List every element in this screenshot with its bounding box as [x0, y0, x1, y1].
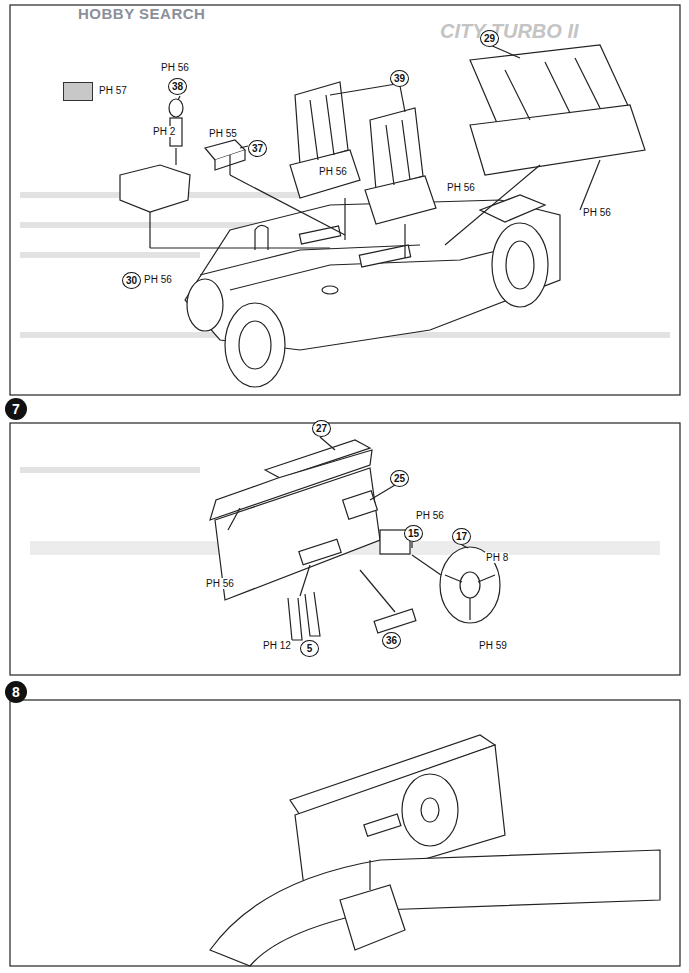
assembled-dash: [210, 735, 660, 966]
paint-code: PH 56: [318, 166, 348, 177]
callout-number: 39: [390, 70, 409, 87]
paint-code: PH 8: [485, 552, 509, 563]
shifter: [120, 99, 245, 212]
paint-code: PH 56: [160, 62, 190, 73]
legend-swatch: [63, 82, 93, 101]
front-seat: [290, 82, 436, 224]
step-text: 8: [12, 684, 20, 700]
paint-code: PH 56: [415, 510, 445, 521]
callout-number: 5: [300, 640, 319, 657]
dashboard: [210, 440, 500, 640]
watermark: HOBBY SEARCH: [78, 6, 205, 23]
step-number: 8: [5, 681, 27, 703]
paint-code: PH 56: [582, 207, 612, 218]
paint-code: PH 56: [143, 274, 173, 285]
callout-number: 17: [452, 528, 471, 545]
paint-code: PH 56: [205, 578, 235, 589]
assembly-line: [228, 437, 468, 612]
callout-number: 38: [168, 78, 187, 95]
assembly-line: [150, 45, 600, 258]
panel-frame: [10, 5, 680, 395]
step-number: 7: [5, 398, 27, 420]
callout-number: 37: [248, 140, 267, 157]
callout-number: 15: [404, 525, 423, 542]
step-text: 7: [12, 401, 20, 417]
panel-frame: [10, 423, 680, 675]
chassis: [185, 195, 560, 387]
faint-title: CITY TURBO II: [440, 20, 579, 42]
paint-code: PH 56: [446, 182, 476, 193]
callout-number: 29: [480, 30, 499, 47]
paint-code: PH 55: [208, 128, 238, 139]
paint-code: PH 2: [152, 126, 176, 137]
panel-frame: [10, 700, 680, 966]
callout-number: 30: [122, 272, 141, 289]
rear-seat: [470, 45, 645, 175]
callout-number: 25: [390, 470, 409, 487]
callout-number: 27: [312, 420, 331, 437]
callout-number: 36: [382, 632, 401, 649]
paint-code: PH 12: [262, 640, 292, 651]
legend-text: PH 57: [98, 85, 128, 96]
paint-code: PH 59: [478, 640, 508, 651]
